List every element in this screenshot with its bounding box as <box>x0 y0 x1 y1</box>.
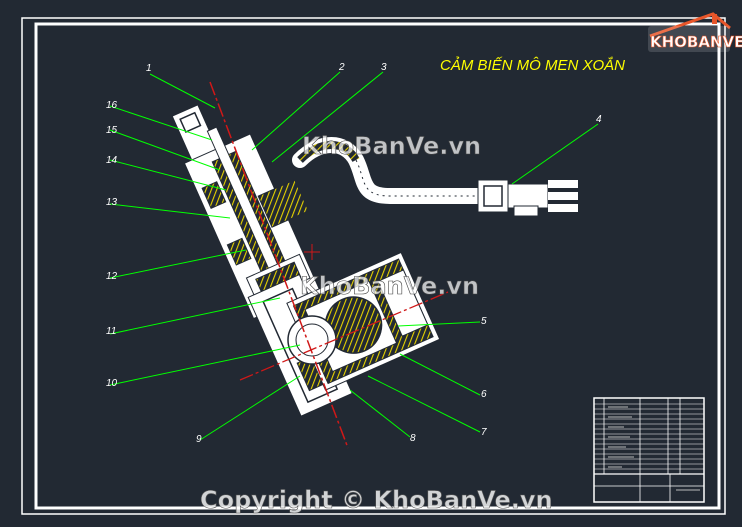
upper-housing <box>171 104 321 320</box>
main-centerline <box>209 81 349 449</box>
title-block <box>593 397 705 503</box>
watermark-upper: KhoBanVe.vn <box>302 132 481 160</box>
part-label-14: 14 <box>106 155 118 166</box>
part-label-11: 11 <box>106 326 116 337</box>
part-label-15: 15 <box>106 125 118 136</box>
torque-sensor-assembly <box>171 81 578 449</box>
part-label-3: 3 <box>381 62 387 73</box>
part-labels: 1 2 3 4 5 6 7 8 9 10 11 12 13 14 15 16 <box>106 62 602 445</box>
part-label-12: 12 <box>106 271 118 282</box>
khobanve-logo: KHOBANVE <box>648 12 742 52</box>
part-label-16: 16 <box>106 100 118 111</box>
outer-frame <box>21 17 726 515</box>
logo-text: KHOBANVE <box>650 33 742 51</box>
side-centerline <box>239 291 449 381</box>
part-label-6: 6 <box>481 389 487 400</box>
part-label-10: 10 <box>106 378 118 389</box>
drawing-title: CẢM BIẾN MÔ MEN XOẮN <box>440 56 625 74</box>
part-label-13: 13 <box>106 197 118 208</box>
part-label-7: 7 <box>481 427 487 438</box>
part-label-1: 1 <box>146 63 152 74</box>
part-label-4: 4 <box>596 114 602 125</box>
inner-frame <box>34 22 721 510</box>
copyright-notice: Copyright © KhoBanVe.vn <box>200 486 553 514</box>
cable-connector <box>477 179 578 217</box>
part-label-2: 2 <box>338 62 345 73</box>
part-label-5: 5 <box>481 316 487 327</box>
watermark-lower: KhoBanVe.vn <box>300 272 479 300</box>
leader-lines <box>109 71 599 441</box>
part-label-9: 9 <box>196 434 202 445</box>
part-label-8: 8 <box>410 433 416 444</box>
